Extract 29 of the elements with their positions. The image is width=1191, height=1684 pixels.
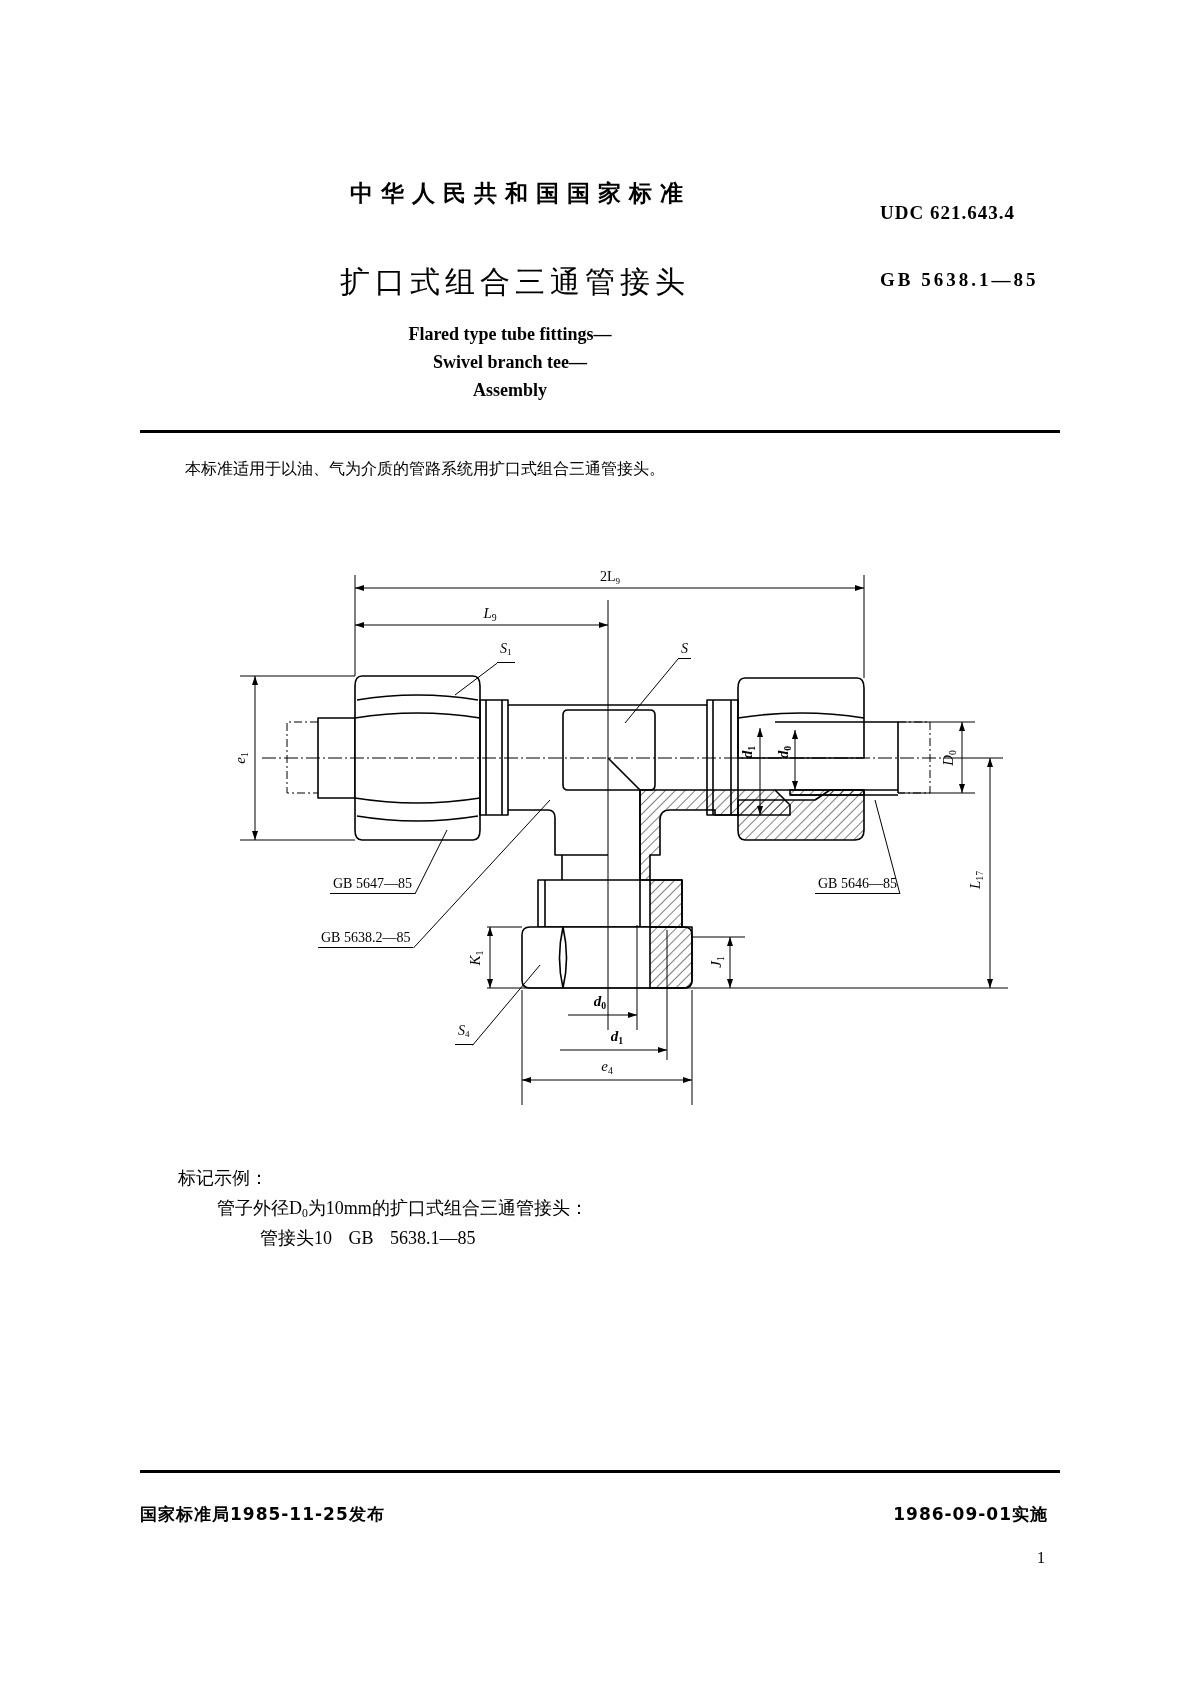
page-number: 1 bbox=[1037, 1548, 1045, 1568]
example-designation: 管接头10 GB 5638.1—85 bbox=[260, 1228, 476, 1250]
callout-label: GB 5646—85 bbox=[815, 875, 900, 894]
leader-line bbox=[624, 658, 679, 724]
english-title: Flared type tube fittings— Swivel branch tee—Assembly bbox=[407, 323, 613, 402]
dimension-label: e$_{4}$ bbox=[601, 1057, 613, 1077]
example-heading: 标记示例： bbox=[178, 1168, 268, 1190]
classification-code: UDC 621.643.4 bbox=[880, 202, 1015, 225]
callout-label: S$_{4}$ bbox=[455, 1022, 473, 1046]
document-title: 扩口式组合三通管接头 bbox=[340, 263, 690, 301]
callout-label: GB 5647—85 bbox=[330, 875, 415, 894]
leader-line bbox=[414, 829, 448, 895]
issue-date: 国家标准局1985-11-25发布 bbox=[140, 1504, 385, 1525]
example-description: 管子外径D$_{0}$为10mm的扩口式组合三通管接头： bbox=[217, 1198, 588, 1221]
callout-label: S bbox=[678, 640, 691, 659]
standard-number: GB 5638.1—85 bbox=[880, 269, 1039, 292]
callout-label: S$_{1}$ bbox=[497, 640, 515, 664]
leader-line bbox=[874, 799, 901, 895]
dimension-label: d$_{1}$ bbox=[610, 1027, 624, 1047]
standard-header: 中华人民共和国国家标准 bbox=[350, 180, 691, 208]
leader-line bbox=[412, 799, 551, 949]
dimension-label: 2L$_{9}$ bbox=[599, 569, 621, 587]
leader-line bbox=[472, 964, 541, 1046]
dimension-label: L$_{9}$ bbox=[483, 604, 497, 624]
leader-line bbox=[454, 662, 498, 696]
dimension-label: d$_{0}$ bbox=[593, 992, 607, 1012]
implementation-date: 1986-09-01实施 bbox=[893, 1504, 1048, 1525]
scope-statement: 本标准适用于以油、气为介质的管路系统用扩口式组合三通管接头。 bbox=[185, 459, 665, 479]
callout-label: GB 5638.2—85 bbox=[318, 929, 414, 948]
